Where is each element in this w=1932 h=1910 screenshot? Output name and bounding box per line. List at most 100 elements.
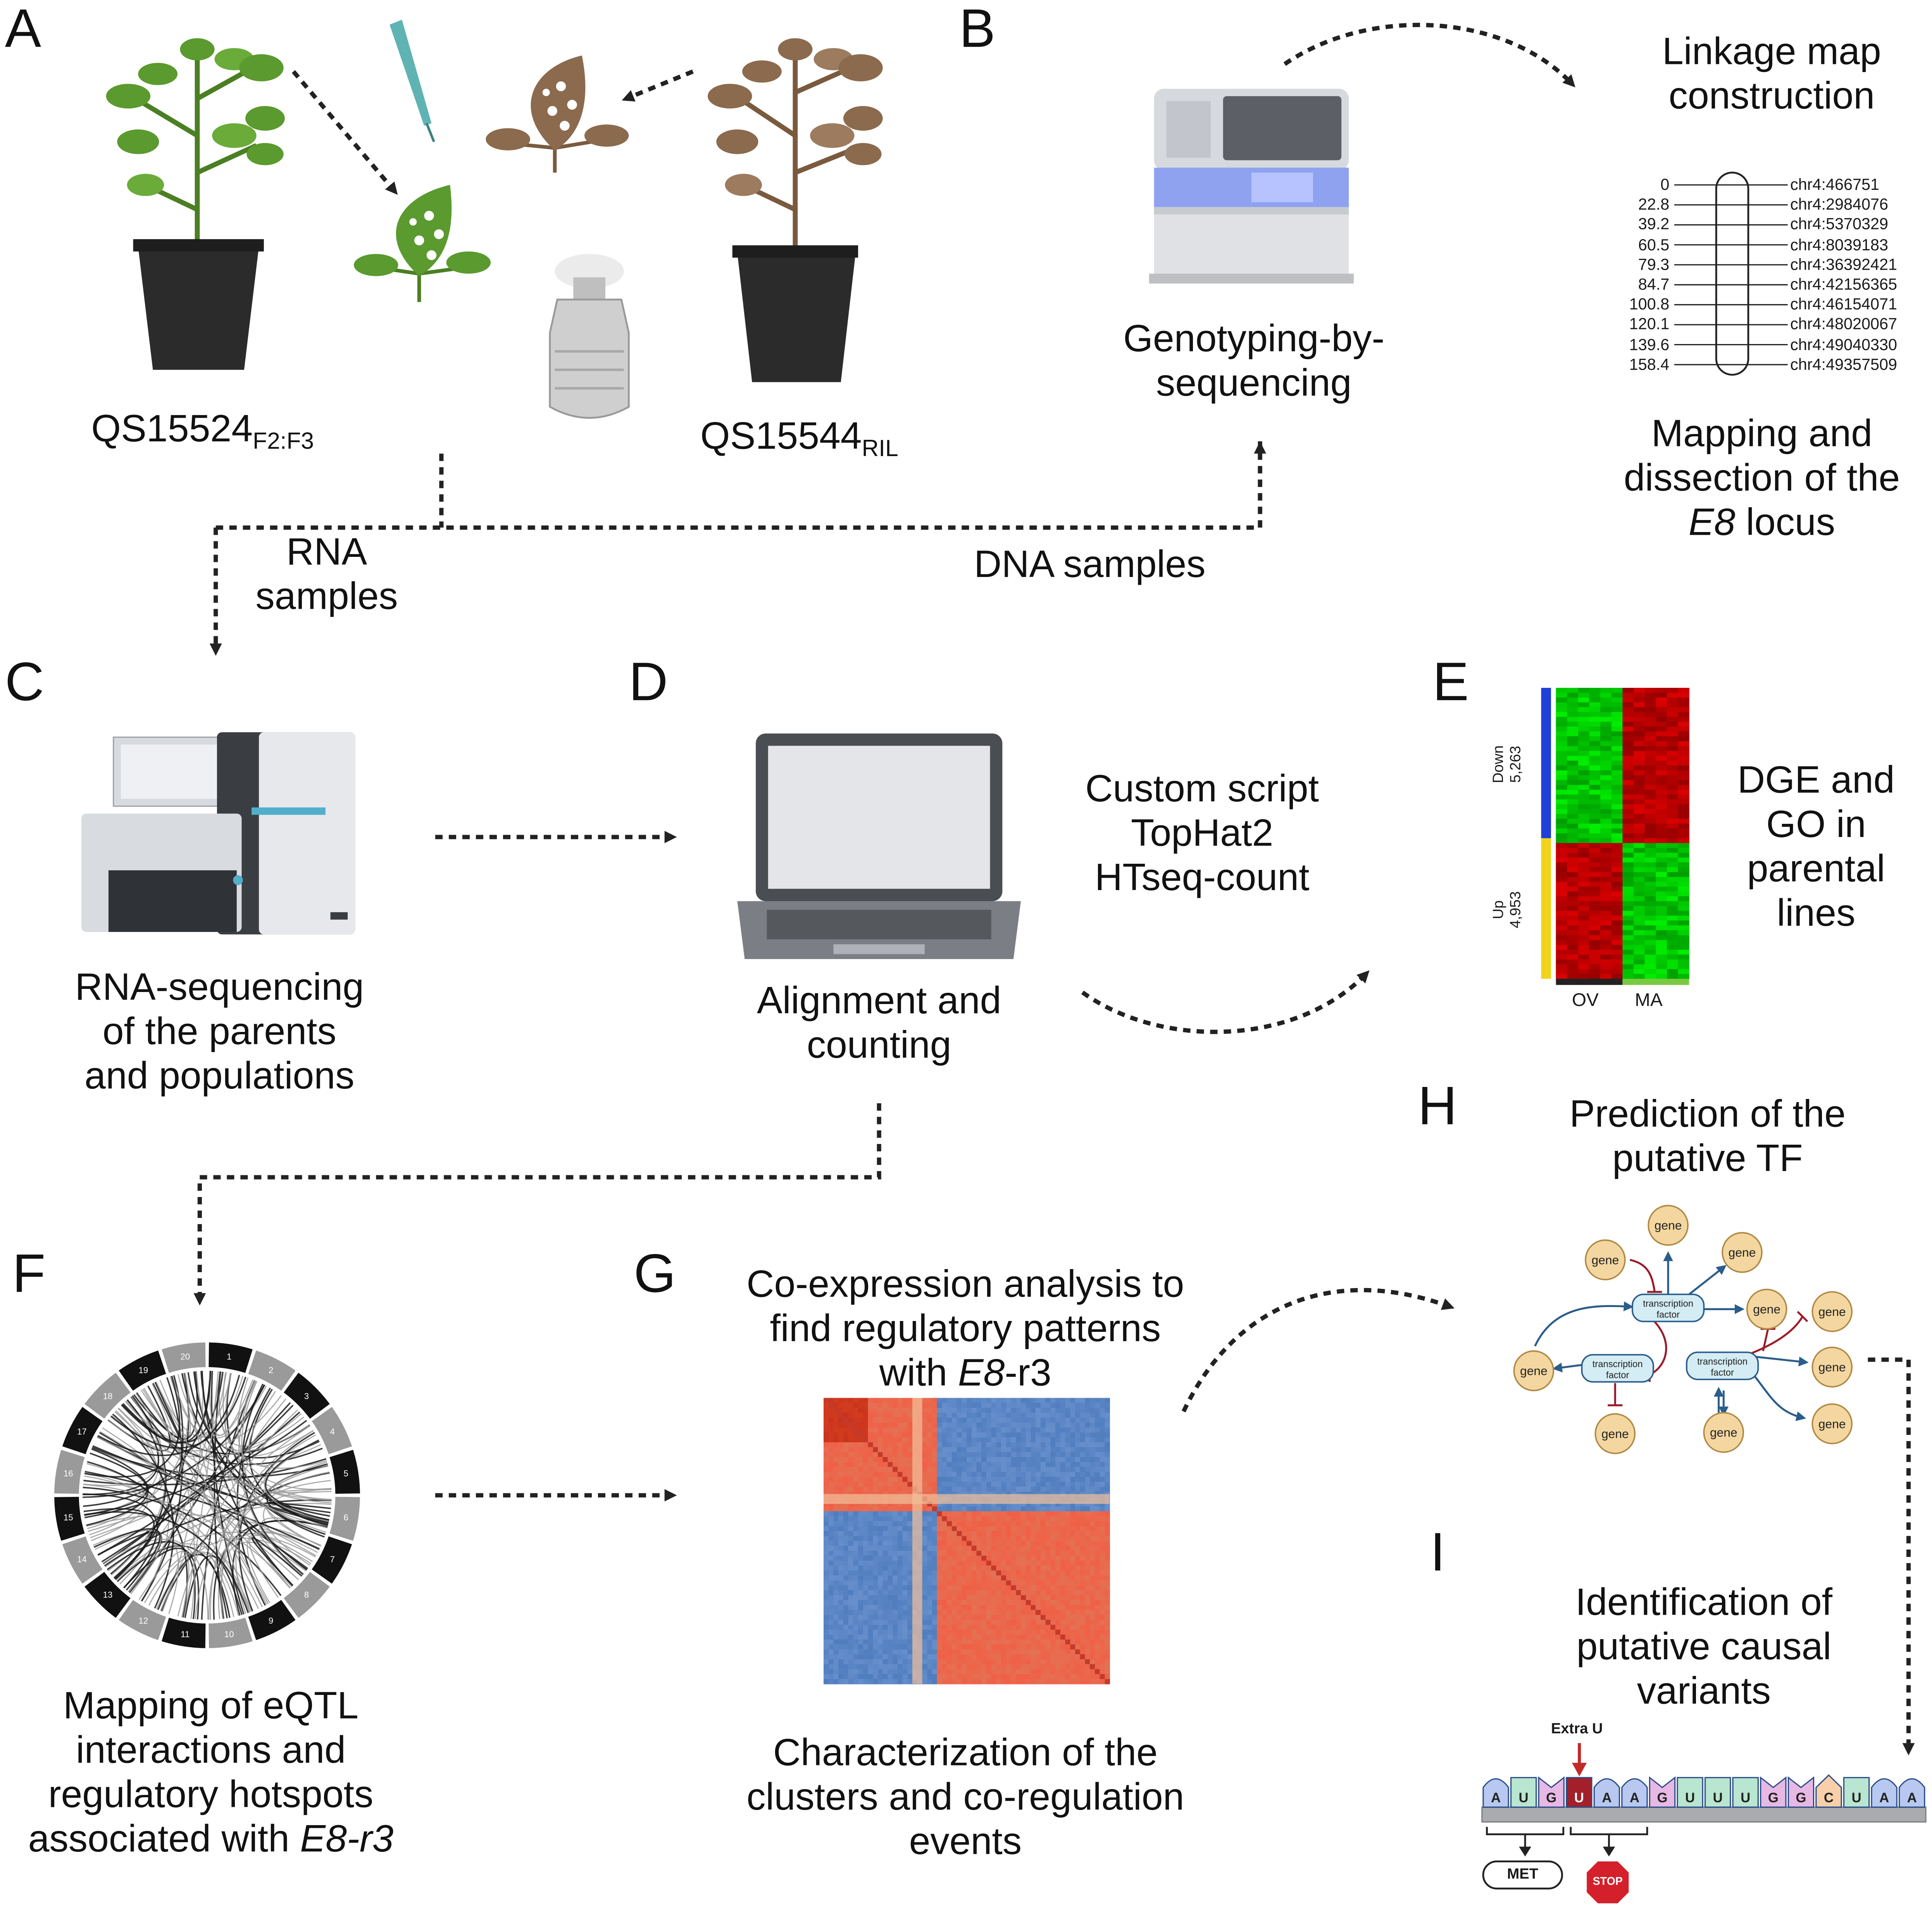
heatmap-cell — [1634, 891, 1645, 897]
dewar-icon — [549, 254, 630, 419]
heatmap-cell — [1589, 780, 1601, 785]
heatmap-cell — [1634, 692, 1645, 698]
heatmap-cell — [1611, 833, 1623, 839]
heatmap-cell — [1622, 833, 1634, 839]
heatmap-cell — [1611, 838, 1623, 844]
heatmap-cell — [1678, 785, 1690, 790]
heatmap-cell — [1656, 702, 1667, 708]
heatmap-cell — [1600, 848, 1612, 853]
heatmap-cell — [1667, 916, 1679, 921]
heatmap-cell — [1634, 731, 1645, 737]
heatmap-cell — [1600, 911, 1612, 916]
heatmap-cell — [1678, 756, 1690, 761]
heatmap-cell — [1667, 838, 1679, 844]
heatmap-cell — [1644, 789, 1656, 795]
heatmap-cell — [1634, 843, 1645, 848]
heatmap-cell — [1600, 731, 1612, 737]
heatmap-cell — [1600, 906, 1612, 911]
heatmap-cell — [1644, 780, 1656, 785]
heatmap-cell — [1622, 814, 1634, 819]
heatmap-cell — [1611, 906, 1623, 911]
heatmap-cell — [1589, 814, 1601, 819]
heatmap-cell — [1622, 799, 1634, 805]
heatmap-cell — [1622, 785, 1634, 790]
heatmap-cell — [1589, 746, 1601, 751]
heatmap-cell — [1644, 896, 1656, 902]
heatmap-cell — [1578, 887, 1590, 892]
heatmap-cell — [1556, 848, 1568, 853]
heatmap-cell — [1667, 780, 1679, 785]
map-position: 100.8 — [1629, 295, 1670, 313]
heatmap-cell — [1578, 765, 1590, 771]
heatmap-cell — [1667, 887, 1679, 892]
heatmap-cell — [1634, 799, 1645, 805]
heatmap-cell — [1556, 789, 1568, 795]
heatmap-cell — [1634, 785, 1645, 790]
heatmap-cell — [1589, 765, 1601, 771]
heatmap-cell — [1589, 896, 1601, 902]
heatmap-cell — [1634, 707, 1645, 713]
heatmap-cell — [1644, 736, 1656, 742]
heatmap-cell — [1611, 843, 1623, 848]
heatmap-cell — [1622, 707, 1634, 713]
heatmap-cell — [1656, 862, 1667, 868]
heatmap-cell — [1667, 858, 1679, 863]
heatmap-cell — [1611, 896, 1623, 902]
heatmap-cell — [1644, 872, 1656, 878]
heatmap-cell — [1567, 727, 1579, 732]
heatmap-cell — [1556, 760, 1568, 766]
heatmap-cell — [1656, 698, 1667, 703]
heatmap-cell — [1556, 688, 1568, 693]
nucleotide-label: A — [1907, 1790, 1917, 1805]
heatmap-cell — [1678, 722, 1690, 727]
heatmap-cell — [1556, 702, 1568, 708]
heatmap-cell — [1678, 911, 1690, 916]
heatmap-cell — [1634, 896, 1645, 902]
heatmap-cell — [1622, 717, 1634, 722]
heatmap-cell — [1667, 692, 1679, 698]
heatmap-cell — [1678, 702, 1690, 708]
heatmap-cell — [1678, 867, 1690, 873]
heatmap-cell — [1600, 741, 1612, 747]
map-marker: chr4:46154071 — [1790, 295, 1898, 313]
heatmap-cell — [1567, 692, 1579, 698]
heatmap-cell — [1667, 717, 1679, 722]
heatmap-cell — [1600, 891, 1612, 897]
heatmap-cell — [1678, 717, 1690, 722]
heatmap-cell — [1600, 692, 1612, 698]
heatmap-cell — [1578, 804, 1590, 809]
heatmap-cell — [1611, 770, 1623, 776]
heatmap-cell — [1678, 906, 1690, 911]
heatmap-cell — [1611, 867, 1623, 873]
heatmap-cell — [1600, 751, 1612, 756]
heatmap-cell — [1678, 692, 1690, 698]
heatmap-cell — [1611, 698, 1623, 703]
heatmap-cell — [1611, 891, 1623, 897]
heatmap-cell — [1656, 760, 1667, 766]
heatmap-cell — [1667, 731, 1679, 737]
laptop-icon — [737, 733, 1021, 959]
map-position: 158.4 — [1629, 355, 1670, 374]
heatmap-cell — [1634, 867, 1645, 873]
heatmap-cell — [1678, 760, 1690, 766]
heatmap-cell — [1567, 688, 1579, 693]
heatmap-cell — [1678, 794, 1690, 800]
heatmap-cell — [1578, 760, 1590, 766]
map-position: 139.6 — [1629, 334, 1670, 353]
heatmap-cell — [1589, 877, 1601, 882]
stop-label: STOP — [1592, 1875, 1623, 1888]
heatmap-cell — [1578, 901, 1590, 907]
heatmap-cell — [1600, 814, 1612, 819]
heatmap-cell — [1656, 688, 1667, 693]
heatmap-cell — [1600, 688, 1612, 693]
heatmap-cell — [1611, 741, 1623, 747]
heatmap-cell — [1656, 896, 1667, 902]
heatmap-cell — [1644, 843, 1656, 848]
heatmap-cell — [1567, 712, 1579, 718]
heatmap-cell — [1667, 814, 1679, 819]
heatmap-cell — [1600, 882, 1612, 887]
heatmap-cell — [1622, 920, 1634, 926]
nucleotide-label: U — [1851, 1790, 1861, 1805]
heatmap-cell — [1678, 799, 1690, 805]
